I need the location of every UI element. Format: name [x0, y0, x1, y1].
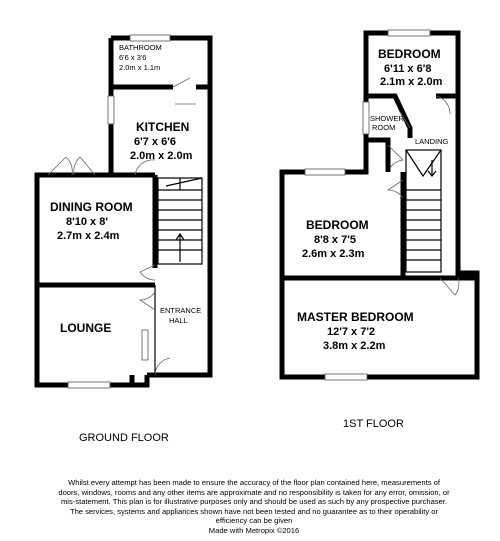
dining-french-door — [47, 156, 96, 176]
ground-floor-label: GROUND FLOOR — [79, 432, 169, 444]
middle-bedroom-dim-ft: 8'8 x 7'5 — [314, 234, 356, 246]
bathroom-door — [172, 77, 196, 105]
shower-room-window — [362, 101, 370, 135]
middle-bedroom-name: BEDROOM — [306, 218, 369, 232]
kitchen-name: KITCHEN — [136, 120, 189, 134]
lounge-door — [138, 291, 156, 311]
rear-bedroom-wall — [366, 93, 458, 138]
first-floor-stairs — [405, 149, 442, 273]
dining-room-dim-ft: 8'10 x 8' — [66, 216, 108, 228]
dining-room-dim-m: 2.7m x 2.4m — [57, 230, 120, 242]
lounge-name: LOUNGE — [60, 321, 111, 335]
kitchen-window — [107, 95, 115, 125]
bathroom-dim-m: 2.0m x 1.1m — [119, 63, 160, 72]
bathroom-name: BATHROOM — [119, 43, 162, 52]
master-bedroom-door — [439, 277, 460, 296]
rear-bedroom-door — [399, 95, 451, 129]
kitchen-dim-m: 2.0m x 2.0m — [130, 150, 193, 162]
shower-room-door — [387, 144, 404, 169]
ground-floor-stairs — [157, 177, 203, 265]
middle-bedroom-door — [386, 179, 404, 199]
rear-bedroom-window — [387, 29, 431, 37]
dining-door — [139, 264, 156, 281]
first-floor-plan: BEDROOM 6'11 x 6'8 2.1m x 2.0m SHOWER RO… — [279, 29, 480, 381]
disclaimer-text: Whilst every attempt has been made to en… — [58, 478, 450, 526]
landing-name: LANDING — [415, 137, 449, 146]
shower-room-line2: ROOM — [372, 123, 395, 132]
disclaimer: Whilst every attempt has been made to en… — [58, 478, 450, 536]
rear-bedroom-dim-m: 2.1m x 2.0m — [380, 76, 443, 88]
shower-room-line1: SHOWER — [370, 114, 404, 123]
bathroom-dim-ft: 6'6 x 3'6 — [119, 53, 146, 62]
first-floor-label: 1ST FLOOR — [343, 418, 404, 430]
master-bedroom-dim-m: 3.8m x 2.2m — [323, 340, 386, 352]
rear-bedroom-dim-ft: 6'11 x 6'8 — [384, 63, 431, 75]
lounge-window — [67, 381, 111, 389]
rear-bedroom-name: BEDROOM — [378, 47, 441, 61]
dining-room-name: DINING ROOM — [50, 200, 133, 214]
kitchen-dim-ft: 6'7 x 6'6 — [134, 136, 176, 148]
ground-floor-right-step — [132, 375, 150, 388]
master-bedroom-name: MASTER BEDROOM — [297, 310, 414, 324]
entrance-hall-line1: ENTRANCE — [160, 306, 201, 315]
kitchen-bottom-wall — [111, 172, 158, 268]
entrance-hall-line2: HALL — [169, 316, 188, 325]
hall-door — [154, 357, 171, 376]
lounge-bay-window — [141, 329, 149, 361]
middle-bedroom-wall — [282, 172, 477, 281]
bathroom-window — [129, 34, 171, 42]
ground-floor-plan: BATHROOM 6'6 x 3'6 2.0m x 1.1m KITCHEN 6… — [34, 34, 213, 389]
master-bedroom-window — [324, 373, 368, 381]
master-bedroom-dim-ft: 12'7 x 7'2 — [327, 326, 375, 338]
kitchen-door — [134, 159, 156, 176]
metropix-credit: Made with Metropix ©2016 — [208, 525, 300, 535]
shower-room-wall — [366, 137, 391, 172]
middle-bedroom-dim-m: 2.6m x 2.3m — [302, 248, 365, 260]
middle-bedroom-window — [304, 168, 346, 176]
